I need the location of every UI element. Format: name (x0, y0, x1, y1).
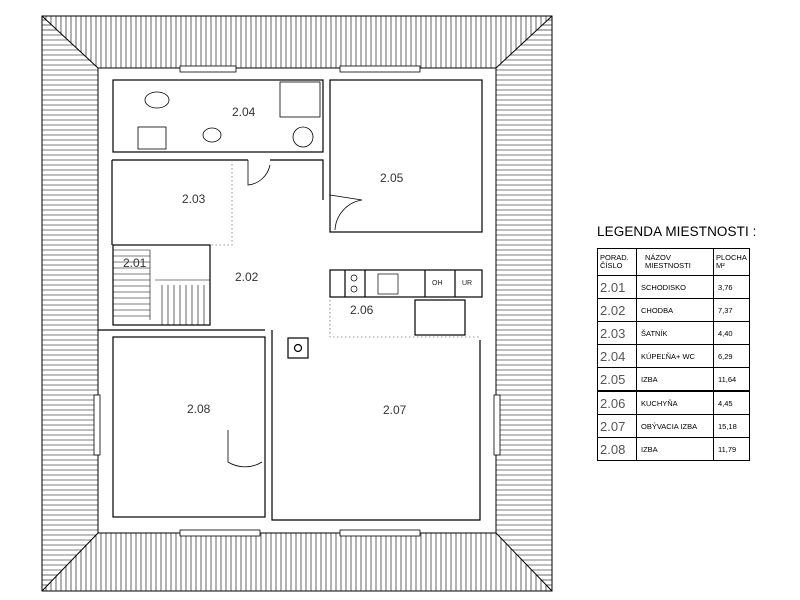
legend-row-name: CHODBA (636, 298, 714, 322)
legend-row-name: KUCHYŇA (636, 390, 714, 415)
legend-row-number: 2.08 (597, 437, 637, 461)
header-name: NÁZOV MIESTNOSTI (636, 248, 714, 276)
room-2-05-label: 2.05 (380, 171, 404, 185)
fridge-label: UR (462, 280, 472, 287)
roof-outline (41, 15, 553, 592)
legend-row-number: 2.03 (597, 321, 637, 345)
room-2-03-label: 2.03 (182, 192, 206, 206)
legend-row-area: 3,76 (713, 275, 750, 299)
legend-row-number: 2.04 (597, 344, 637, 368)
legend-row-number: 2.07 (597, 414, 637, 438)
legend-row-area: 4,40 (713, 321, 750, 345)
room-legend: LEGENDA MIESTNOSTI : PORAD. ČÍSLO NÁZOV … (597, 224, 757, 461)
room-2-08-label: 2.08 (187, 402, 211, 416)
header-area: PLOCHA M² (713, 248, 750, 276)
oven-label: OH (432, 280, 443, 287)
legend-row-area: 11,79 (713, 437, 750, 461)
legend-row-name: IZBA (636, 437, 714, 461)
interior-walls (98, 79, 483, 521)
legend-row-number: 2.02 (597, 298, 637, 322)
room-2-04-label: 2.04 (232, 105, 256, 119)
room-2-01-label: 2.01 (123, 256, 147, 270)
legend-title: LEGENDA MIESTNOSTI : (597, 224, 757, 239)
dotted-lines (210, 160, 480, 338)
room-2-02-label: 2.02 (235, 270, 259, 284)
legend-row-number: 2.01 (597, 275, 637, 299)
legend-row-name: ŠATNÍK (636, 321, 714, 345)
bathroom-fixtures (137, 81, 321, 150)
legend-row-number: 2.06 (597, 390, 637, 415)
legend-row-area: 11,64 (713, 367, 750, 392)
kitchen-fixtures (350, 273, 399, 295)
legend-row-number: 2.05 (597, 367, 637, 392)
legend-header-row: PORAD. ČÍSLO NÁZOV MIESTNOSTI PLOCHA M² (597, 248, 750, 276)
room-2-06-label: 2.06 (350, 303, 374, 317)
legend-row-name: KÚPEĽŇA+ WC (636, 344, 714, 368)
windows (93, 65, 501, 537)
roof-tile-hatching (42, 16, 552, 591)
header-number: PORAD. ČÍSLO (597, 248, 637, 276)
room-2-07-label: 2.07 (383, 403, 407, 417)
legend-row-name: OBÝVACIA IZBA (636, 414, 714, 438)
legend-row-area: 7,37 (713, 298, 750, 322)
legend-row-area: 4,45 (713, 390, 750, 415)
legend-row-name: IZBA (636, 367, 714, 392)
legend-table: PORAD. ČÍSLO NÁZOV MIESTNOSTI PLOCHA M² … (597, 248, 750, 461)
door-swings (227, 160, 363, 468)
staircase (113, 249, 210, 325)
legend-row-area: 6,29 (713, 344, 750, 368)
legend-row-name: SCHODISKO (636, 275, 714, 299)
legend-row-area: 15,18 (713, 414, 750, 438)
